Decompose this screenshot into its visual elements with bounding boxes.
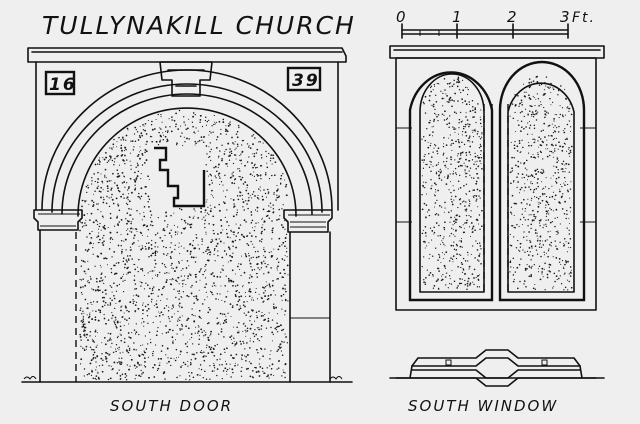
door-arch-inner <box>77 107 297 217</box>
door-left-capital <box>33 209 83 231</box>
south-window: SOUTH WINDOW <box>389 45 605 415</box>
window-left-light <box>408 71 494 302</box>
scale-bar: 0 1 2 3 Ft. <box>396 8 596 39</box>
date-panel-left <box>44 70 76 96</box>
south-door-caption: SOUTH DOOR <box>110 397 233 415</box>
date-right: 39 <box>292 71 320 91</box>
door-moulding-profile <box>154 146 206 208</box>
south-window-caption: SOUTH WINDOW <box>408 397 558 415</box>
window-right-light <box>498 60 586 302</box>
south-door: 16 39 SOUTH DOOR <box>21 47 353 415</box>
window-plan-section <box>389 349 605 387</box>
door-cornice <box>27 47 347 63</box>
drawing-title: TULLYNAKILL CHURCH <box>42 11 356 40</box>
scale-tick-3: 3 <box>560 8 572 26</box>
scale-tick-1: 1 <box>452 8 464 26</box>
date-left: 16 <box>49 75 77 95</box>
date-panel-right <box>286 66 322 92</box>
scale-tick-2: 2 <box>507 8 519 26</box>
window-stipple <box>421 75 573 291</box>
door-right-capital <box>283 209 333 233</box>
door-keystone <box>159 61 213 97</box>
window-head-slab <box>389 45 605 59</box>
door-stipple <box>79 109 289 381</box>
scale-tick-0: 0 <box>396 8 408 26</box>
window-surround <box>395 57 597 311</box>
scale-unit: Ft. <box>572 10 596 26</box>
